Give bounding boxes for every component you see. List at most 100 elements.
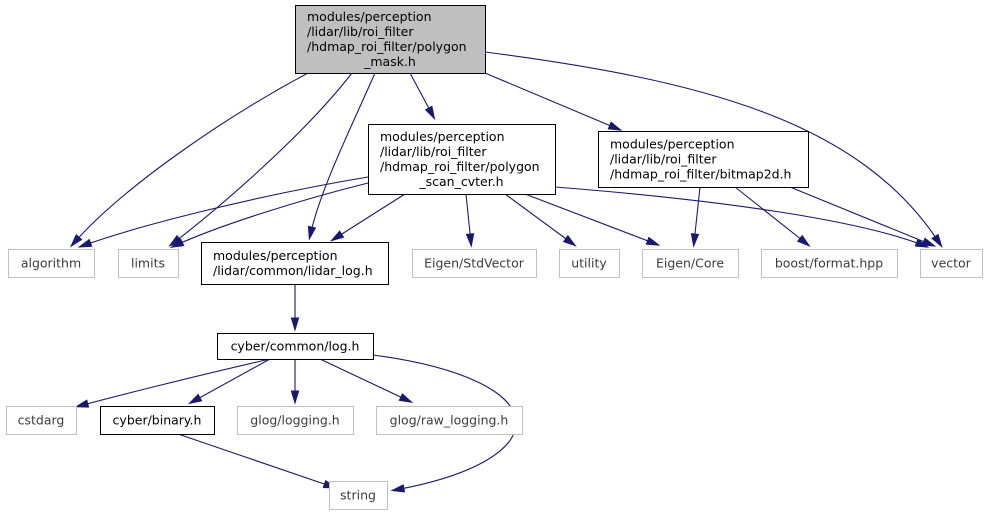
edge-line (504, 193, 574, 245)
edge-arrowhead (398, 393, 414, 404)
node-label-line: boost/format.hpp (775, 256, 883, 271)
node-glog_logging[interactable]: glog/logging.h (237, 406, 354, 435)
node-vector[interactable]: vector (920, 249, 983, 278)
edge-cyber_log-to-glog_raw_logging (319, 358, 414, 404)
node-label-line: glog/logging.h (250, 413, 339, 428)
node-string[interactable]: string (329, 481, 388, 510)
edge-arrowhead (796, 234, 811, 247)
node-label-line: modules/perception (213, 248, 338, 263)
edge-polygon_scan_cvter-to-eigen_stdvector (465, 193, 475, 248)
node-polygon_scan_cvter[interactable]: modules/perception/lidar/lib/roi_filter/… (368, 124, 556, 195)
node-label-line: Eigen/StdVector (424, 256, 525, 271)
node-box (368, 124, 556, 195)
node-label-line: algorithm (21, 256, 81, 271)
node-label-line: /lidar/common/lidar_log.h (213, 263, 373, 278)
node-limits[interactable]: limits (118, 249, 179, 278)
node-label-line: modules/perception (610, 137, 735, 152)
edge-arrowhead (424, 105, 436, 121)
node-box (329, 481, 388, 510)
edge-line (524, 193, 657, 245)
node-label-line: string (340, 488, 376, 503)
edge-arrowhead (390, 484, 406, 493)
edge-polygon_mask-to-vector (484, 51, 943, 248)
edge-arrowhead (645, 236, 661, 246)
edge-bitmap2d-to-boost_format (734, 186, 811, 247)
node-label-line: /lidar/lib/roi_filter (307, 24, 414, 39)
edge-line (173, 182, 369, 247)
node-box (412, 249, 537, 278)
node-label-line: utility (571, 256, 607, 271)
edge-arrowhead (931, 233, 943, 248)
edge-line (72, 72, 309, 245)
node-box (237, 406, 354, 435)
edge-cyber_log-to-cyber_binary (187, 358, 271, 405)
edge-polygon_mask-to-limits (168, 72, 353, 247)
edge-arrowhead (69, 234, 83, 248)
edge-line (78, 358, 271, 407)
node-label-line: modules/perception (307, 9, 432, 24)
edge-polygon_scan_cvter-to-vector (554, 186, 930, 248)
node-label-line: _scan_cvter.h (418, 174, 503, 189)
node-label-line: cyber/binary.h (113, 413, 202, 428)
node-label-line: modules/perception (380, 129, 505, 144)
edge-arrowhead (465, 233, 475, 248)
node-label-line: /lidar/lib/roi_filter (380, 144, 487, 159)
edge-cyber_log-to-cstdarg (74, 358, 271, 408)
edge-line (484, 51, 941, 245)
nodes-layer: modules/perception/lidar/lib/roi_filter/… (6, 5, 983, 510)
node-label-line: /hdmap_roi_filter/bitmap2d.h (610, 167, 791, 182)
edge-arrowhead (290, 317, 300, 332)
node-cstdarg[interactable]: cstdarg (6, 406, 77, 435)
node-label-line: vector (931, 256, 972, 271)
edge-line (734, 186, 808, 245)
node-box (642, 249, 739, 278)
node-label-line: /hdmap_roi_filter/polygon (307, 39, 467, 54)
node-utility[interactable]: utility (559, 249, 620, 278)
edge-arrowhead (329, 230, 345, 242)
edge-line (309, 72, 376, 237)
edge-arrowhead (77, 238, 93, 248)
edge-arrowhead (74, 399, 90, 408)
node-box (8, 249, 95, 278)
node-cyber_binary[interactable]: cyber/binary.h (100, 406, 215, 435)
node-lidar_log[interactable]: modules/perception/lidar/common/lidar_lo… (201, 242, 389, 285)
node-box (376, 406, 523, 435)
node-box (920, 249, 983, 278)
node-polygon_mask[interactable]: modules/perception/lidar/lib/roi_filter/… (295, 5, 486, 74)
edges-layer (69, 51, 943, 493)
edge-arrowhead (562, 234, 577, 247)
edge-polygon_scan_cvter-to-limits (169, 182, 369, 248)
node-box (761, 249, 898, 278)
edge-line (554, 186, 926, 247)
edge-line (177, 433, 334, 488)
edge-line (789, 186, 933, 246)
edge-line (191, 358, 271, 403)
edge-arrowhead (607, 121, 623, 131)
edge-line (81, 176, 369, 247)
edge-polygon_mask-to-bitmap2d (484, 72, 623, 131)
node-glog_raw_logging[interactable]: glog/raw_logging.h (376, 406, 523, 435)
node-algorithm[interactable]: algorithm (8, 249, 95, 278)
edge-bitmap2d-to-eigen_core (690, 186, 701, 248)
edge-arrowhead (169, 238, 185, 248)
edge-polygon_scan_cvter-to-lidar_log (329, 193, 406, 242)
node-box (598, 131, 809, 188)
node-label-line: /hdmap_roi_filter/polygon (380, 159, 540, 174)
node-cyber_log[interactable]: cyber/common/log.h (217, 333, 374, 360)
edge-arrowhead (290, 390, 300, 405)
node-eigen_stdvector[interactable]: Eigen/StdVector (412, 249, 537, 278)
node-label-line: cstdarg (18, 413, 65, 428)
node-boost_format[interactable]: boost/format.hpp (761, 249, 898, 278)
edge-polygon_mask-to-algorithm (69, 72, 309, 248)
node-box (118, 249, 179, 278)
node-eigen_core[interactable]: Eigen/Core (642, 249, 739, 278)
node-label-line: _mask.h (363, 54, 416, 69)
edge-cyber_binary-to-string (177, 433, 338, 489)
edge-bitmap2d-to-vector (789, 186, 937, 247)
edge-cyber_log-to-glog_logging (290, 359, 300, 405)
node-label-line: /lidar/lib/roi_filter (610, 152, 717, 167)
node-bitmap2d[interactable]: modules/perception/lidar/lib/roi_filter/… (598, 131, 809, 188)
edge-arrowhead (690, 233, 700, 248)
node-label-line: limits (131, 256, 165, 271)
